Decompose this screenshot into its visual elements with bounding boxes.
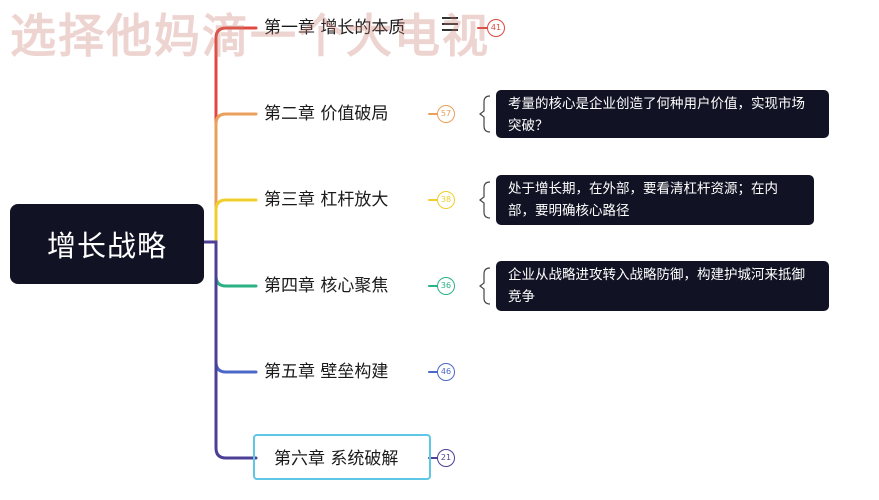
chapter-2-note: 考量的核心是企业创造了何种用户价值，实现市场突破？ [496, 90, 829, 138]
chapter-1-count-badge[interactable]: 41 [487, 19, 505, 37]
chapter-6-count-badge[interactable]: 21 [437, 449, 455, 467]
note-bracket-3 [479, 181, 491, 219]
branch-line-5 [202, 240, 258, 374]
branch-line-3 [202, 198, 258, 244]
note-bracket-4 [479, 267, 491, 305]
branch-line-2 [202, 112, 258, 244]
chapter-3-topic[interactable]: 第三章 杠杆放大 [264, 190, 389, 210]
note-bracket-2 [479, 95, 491, 133]
chapter-3-note: 处于增长期，在外部，要看清杠杆资源；在内部，要明确核心路径 [496, 175, 814, 225]
menu-icon[interactable] [442, 17, 458, 31]
chapter-5-topic[interactable]: 第五章 壁垒构建 [264, 362, 389, 382]
branch-line-1 [202, 26, 258, 244]
chapter-4-topic[interactable]: 第四章 核心聚焦 [264, 276, 389, 296]
chapter-2-topic[interactable]: 第二章 价值破局 [264, 104, 389, 124]
root-topic[interactable]: 增长战略 [10, 204, 204, 284]
branch-line-6 [202, 240, 258, 460]
chapter-1-topic[interactable]: 第一章 增长的本质 [264, 18, 406, 38]
branch-line-4 [202, 240, 258, 288]
chapter-5-count-badge[interactable]: 46 [437, 363, 455, 381]
chapter-4-note: 企业从战略进攻转入战略防御，构建护城河来抵御竞争 [496, 261, 829, 311]
chapter-2-count-badge[interactable]: 57 [437, 105, 455, 123]
chapter-6-topic[interactable]: 第六章 系统破解 [253, 434, 431, 480]
chapter-3-count-badge[interactable]: 38 [437, 191, 455, 209]
chapter-4-count-badge[interactable]: 36 [437, 277, 455, 295]
